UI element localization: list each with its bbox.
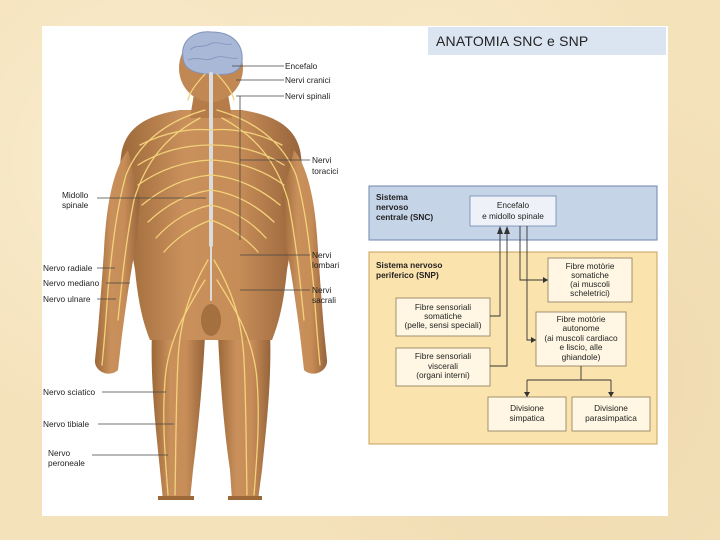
snp-title-2: periferico (SNP) — [376, 270, 439, 280]
motor-autonomic-line-5: ghiandole) — [562, 352, 601, 362]
sensory-somatic-line-3: (pelle, sensi speciali) — [404, 320, 481, 330]
nerve-network — [101, 72, 321, 496]
label-nervi-toracici-1: Nervi — [312, 155, 332, 165]
motor-autonomic-line-1: Fibre motòrie — [557, 314, 606, 324]
motor-somatic-line-2: somatiche — [571, 270, 609, 280]
label-nervo-mediano: Nervo mediano — [43, 278, 100, 288]
label-nervi-spinali: Nervi spinali — [285, 91, 330, 101]
label-nervi-lombari-2: lombari — [312, 260, 339, 270]
parasympathetic-line-2: parasimpatica — [585, 413, 637, 423]
motor-autonomic-line-3: (ai muscoli cardiaco — [544, 333, 618, 343]
sympathetic-line-2: simpatica — [509, 413, 544, 423]
snc-title-1: Sistema — [376, 192, 408, 202]
label-nervi-toracici-2: toracici — [312, 166, 338, 176]
slide-title: ANATOMIA SNC e SNP — [428, 27, 666, 55]
snc-box-line-1: Encefalo — [497, 200, 530, 210]
motor-autonomic-line-2: autonome — [563, 323, 600, 333]
snc-box — [469, 195, 557, 227]
connector-arrowheads — [497, 226, 614, 397]
snc-box-line-2: e midollo spinale — [482, 211, 544, 221]
label-nervi-sacrali-1: Nervi — [312, 285, 332, 295]
motor-somatic-line-1: Fibre motòrie — [566, 261, 615, 271]
label-nervi-sacrali-2: sacrali — [312, 295, 336, 305]
label-nervi-lombari-1: Nervi — [312, 250, 332, 260]
box-motor-somatic — [547, 257, 633, 303]
sensory-somatic-line-2: somatiche — [424, 311, 462, 321]
label-midollo-1: Midollo — [62, 190, 89, 200]
snp-title-1: Sistema nervoso — [376, 260, 442, 270]
label-nervi-cranici: Nervi cranici — [285, 75, 331, 85]
sensory-visceral-line-1: Fibre sensoriali — [415, 351, 471, 361]
motor-autonomic-line-4: e liscio, alle — [560, 342, 603, 352]
label-nervo-radiale: Nervo radiale — [43, 263, 93, 273]
box-sympathetic — [487, 396, 567, 432]
sensory-somatic-line-1: Fibre sensoriali — [415, 302, 471, 312]
snc-snp-diagram: Sistema nervoso centrale (SNC) Encefalo … — [368, 185, 658, 445]
box-motor-autonomic — [535, 311, 627, 367]
snc-title-3: centrale (SNC) — [376, 212, 433, 222]
snc-title-2: nervoso — [376, 202, 408, 212]
label-nervo-peroneale-2: peroneale — [48, 458, 85, 468]
body-labels: Encefalo Nervi cranici Nervi spinali Ner… — [43, 61, 339, 468]
label-nervo-sciatico: Nervo sciatico — [43, 387, 95, 397]
sympathetic-line-1: Divisione — [510, 403, 544, 413]
leader-lines — [92, 65, 310, 456]
box-sensory-somatic — [395, 297, 491, 337]
label-nervo-peroneale-1: Nervo — [48, 448, 71, 458]
diagram-connectors — [490, 226, 612, 397]
motor-somatic-line-4: scheletrici) — [570, 288, 610, 298]
label-nervo-tibiale: Nervo tibiale — [43, 419, 90, 429]
box-sensory-visceral — [395, 347, 491, 387]
label-midollo-2: spinale — [62, 200, 89, 210]
parasympathetic-line-1: Divisione — [594, 403, 628, 413]
label-nervo-ulnare: Nervo ulnare — [43, 294, 91, 304]
sensory-visceral-line-2: viscerali — [428, 361, 458, 371]
label-encefalo: Encefalo — [285, 61, 318, 71]
motor-somatic-line-3: (ai muscoli — [570, 279, 610, 289]
sensory-visceral-line-3: (organi interni) — [416, 370, 470, 380]
box-parasympathetic — [571, 396, 651, 432]
